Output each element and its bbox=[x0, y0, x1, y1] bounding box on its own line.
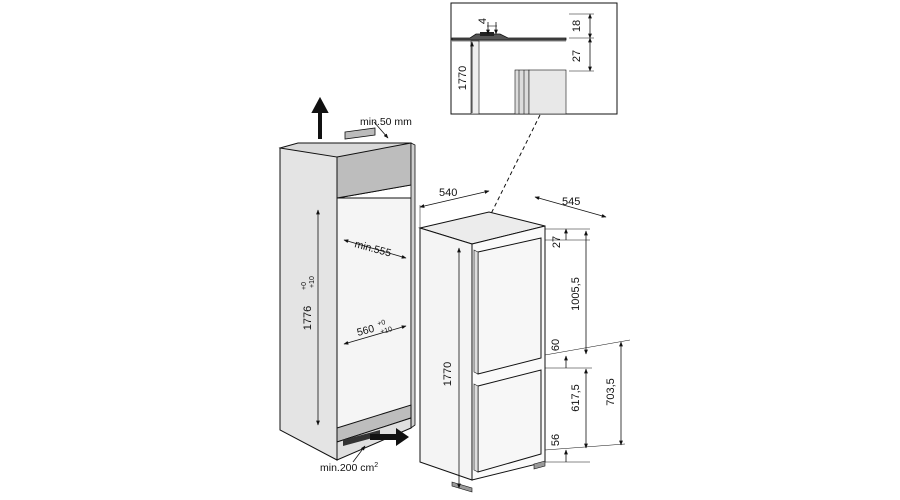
niche-width-tol-lower: +10 bbox=[380, 326, 393, 336]
ventilation-in-arrow bbox=[370, 428, 409, 446]
niche-width-tol-upper: +0 bbox=[377, 319, 387, 328]
niche-drawing bbox=[278, 127, 416, 461]
lower-section-label: 703,5 bbox=[605, 378, 617, 406]
detail-side-label: 27 bbox=[571, 50, 583, 62]
niche-height-label: 1776 bbox=[302, 306, 314, 330]
depth-total-label: 545 bbox=[562, 196, 580, 208]
ventilation-bottom-label: min.200 cm2 bbox=[320, 462, 378, 474]
detail-height-label: 1770 bbox=[457, 66, 469, 90]
detail-connector bbox=[477, 114, 541, 241]
ventilation-top-label: min.50 mm bbox=[360, 116, 412, 128]
upper-door-label: 1005,5 bbox=[570, 277, 582, 311]
appliance-height-label: 1770 bbox=[442, 362, 454, 386]
niche-width-label: 560 bbox=[356, 323, 376, 339]
niche-height-tol-lower: +10 bbox=[309, 276, 316, 288]
top-gap-label: 27 bbox=[551, 236, 563, 248]
appliance-drawing bbox=[418, 211, 546, 493]
depth-body-label: 540 bbox=[439, 187, 457, 199]
lower-door-label: 617,5 bbox=[570, 384, 582, 412]
detail-gap-label: 4 bbox=[477, 18, 489, 24]
bottom-gap-label: 56 bbox=[550, 434, 562, 446]
niche-height-tol-upper: +0 bbox=[301, 282, 308, 290]
ventilation-up-arrow bbox=[311, 96, 329, 139]
door-gap-label: 60 bbox=[550, 339, 562, 351]
detail-inset: 4 18 27 1770 bbox=[450, 2, 618, 115]
detail-top-label: 18 bbox=[571, 20, 583, 32]
